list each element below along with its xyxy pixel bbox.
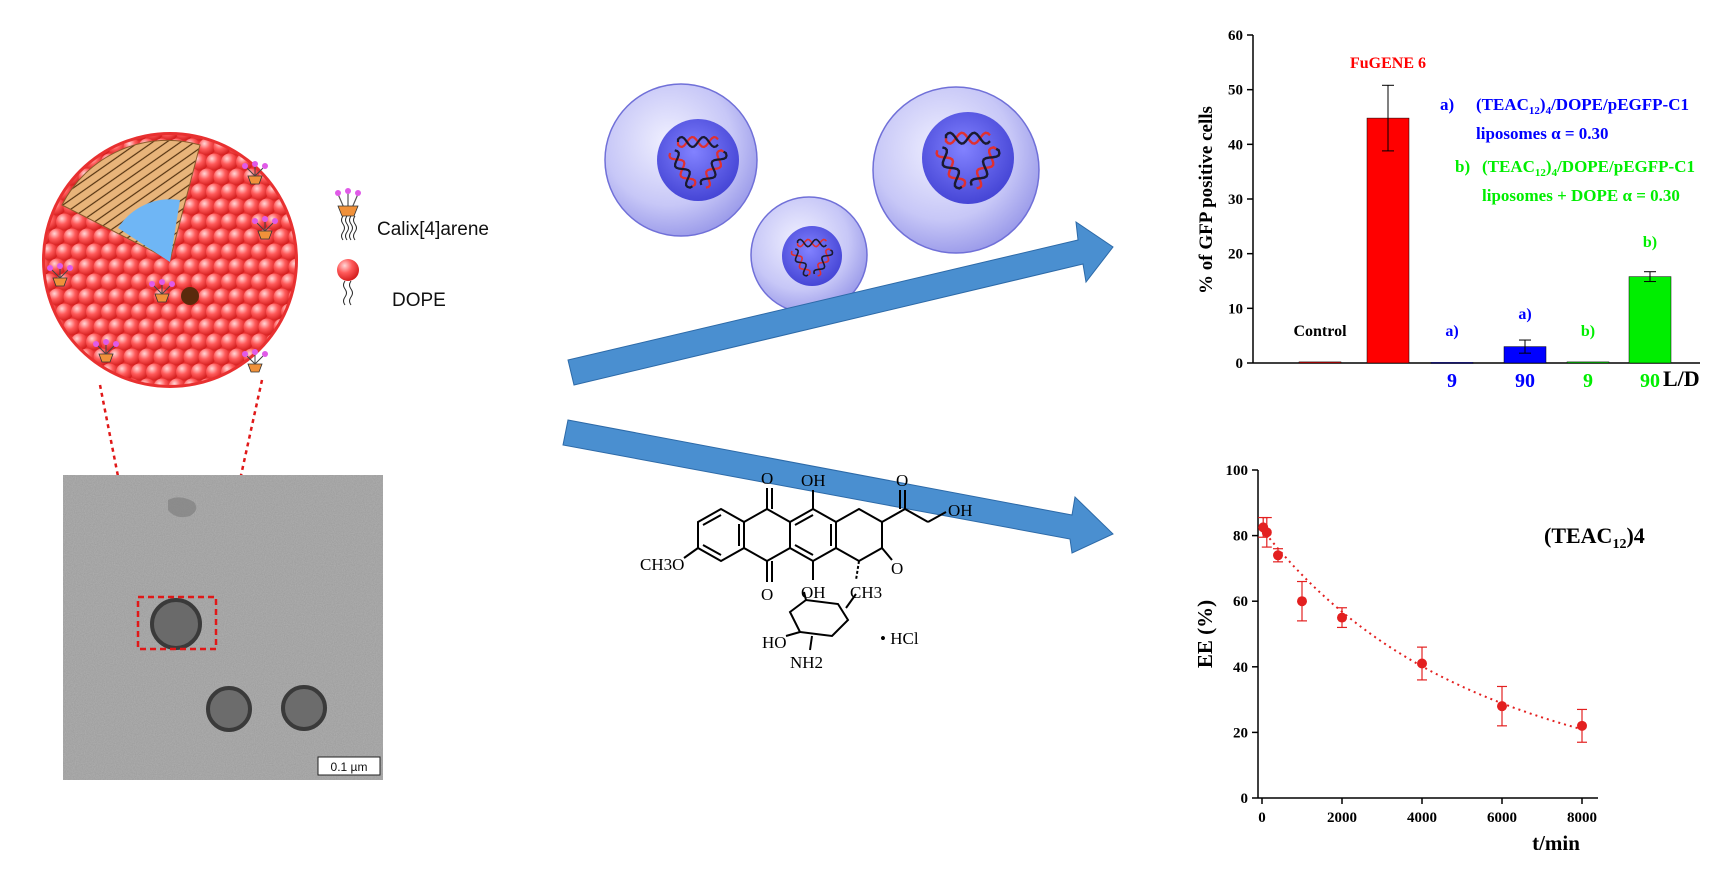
data-point [1337, 612, 1347, 623]
ee-release-chart: 0 20 40 60 80 100 0 2000 4000 6000 8000 EE (%) t/m… [1193, 463, 1645, 855]
dope-label: DOPE [392, 290, 446, 311]
y-tick-label: 60 [1228, 28, 1243, 44]
bar [1298, 361, 1342, 364]
y-tick-label: 40 [1233, 660, 1248, 676]
cell-right [872, 86, 1040, 254]
calixarene-label: Calix[4]arene [377, 219, 489, 240]
x-tick-label: 2000 [1327, 810, 1357, 826]
atom-label: O [761, 469, 773, 488]
tem-micrograph: 0.1 µm [63, 475, 383, 780]
data-point [1273, 550, 1283, 561]
data-point [1497, 701, 1507, 712]
x-tick-label: 0 [1258, 810, 1266, 826]
legend-a-line2: liposomes α = 0.30 [1476, 124, 1609, 143]
y-axis-label: EE (%) [1193, 600, 1217, 668]
atom-label: NH2 [790, 653, 823, 672]
data-point [1577, 720, 1587, 731]
atom-label: CH3O [640, 555, 684, 574]
legend-b-line1: (TEAC12)4/DOPE/pEGFP-C1 [1482, 157, 1695, 179]
atom-label: HO [762, 633, 787, 652]
calixarene-markers [47, 161, 278, 373]
bar-tag-label: FuGENE 6 [1350, 55, 1426, 72]
bar-tag-label: a) [1518, 306, 1531, 323]
doxorubicin-atom-labels: O OH O OH CH3O O OH O CH3 O • HCl HO NH2 [640, 469, 973, 672]
transfected-cells [604, 83, 1040, 314]
atom-label: O [891, 559, 903, 578]
atom-label: • HCl [880, 629, 919, 648]
fit-curve [1261, 528, 1583, 731]
y-tick-label: 80 [1233, 529, 1248, 545]
bar-tag-label: b) [1643, 234, 1657, 251]
y-axis-label: % of GFP positive cells [1196, 106, 1217, 294]
y-tick-label: 20 [1233, 725, 1248, 741]
atom-label: O [761, 585, 773, 604]
tem-scale-bar-label: 0.1 µm [331, 760, 368, 774]
bar [1430, 362, 1474, 364]
chart-title: (TEAC12)4 [1544, 523, 1645, 552]
x-category-label: 9 [1583, 370, 1593, 392]
atom-label: CH3 [850, 583, 882, 602]
y-tick-label: 40 [1228, 137, 1243, 153]
x-tick-label: 6000 [1487, 810, 1517, 826]
y-tick-label: 0 [1236, 356, 1244, 372]
x-tick-label: 8000 [1567, 810, 1597, 826]
atom-label: O [896, 471, 908, 490]
x-category-label: 90 [1640, 370, 1660, 392]
x-tick-label: 4000 [1407, 810, 1437, 826]
bar-chart-legend: a) (TEAC12)4/DOPE/pEGFP-C1 liposomes α =… [1440, 95, 1695, 205]
legend-b-line2: liposomes + DOPE α = 0.30 [1482, 186, 1680, 205]
atom-label: OH [801, 583, 826, 602]
x-category-label: 9 [1447, 370, 1457, 392]
legend-a-tag: a) [1440, 95, 1454, 114]
dope-icon [337, 259, 359, 306]
y-tick-label: 0 [1241, 791, 1249, 807]
arrow-to-transfection [567, 220, 1114, 386]
y-tick-label: 20 [1228, 247, 1243, 263]
atom-label: OH [948, 501, 973, 520]
x-axis-caption: L/D [1663, 366, 1700, 391]
y-tick-label: 60 [1233, 594, 1248, 610]
gfp-bar-chart: 0 10 20 30 40 50 60 Control FuGENE 6 a) 9 a) 90 b) 9 b… [1196, 28, 1700, 392]
bar-tag-label: b) [1581, 323, 1595, 340]
y-tick-label: 10 [1228, 301, 1243, 317]
x-category-label: 90 [1515, 370, 1535, 392]
bar-tag-label: Control [1293, 323, 1347, 340]
cell-middle [750, 196, 868, 314]
calixarene-icon [335, 188, 361, 241]
bar [1628, 276, 1672, 364]
x-axis-label: t/min [1532, 831, 1580, 855]
arrow-to-release [562, 419, 1114, 554]
bar [1366, 117, 1410, 364]
doxorubicin-structure [683, 488, 947, 651]
aqueous-core [118, 199, 180, 262]
y-tick-label: 100 [1226, 463, 1249, 479]
y-tick-label: 30 [1228, 192, 1243, 208]
atom-label: OH [801, 471, 826, 490]
legend-b-tag: b) [1455, 157, 1470, 176]
bar [1566, 361, 1610, 364]
y-tick-label: 50 [1228, 83, 1243, 99]
data-point [1297, 596, 1307, 607]
legend-a-line1: (TEAC12)4/DOPE/pEGFP-C1 [1476, 95, 1689, 117]
cell-left [604, 83, 758, 237]
component-legend: Calix[4]arene DOPE [335, 188, 489, 311]
bar-tag-label: a) [1445, 323, 1458, 340]
data-point [1417, 658, 1427, 669]
data-point [1261, 527, 1272, 538]
